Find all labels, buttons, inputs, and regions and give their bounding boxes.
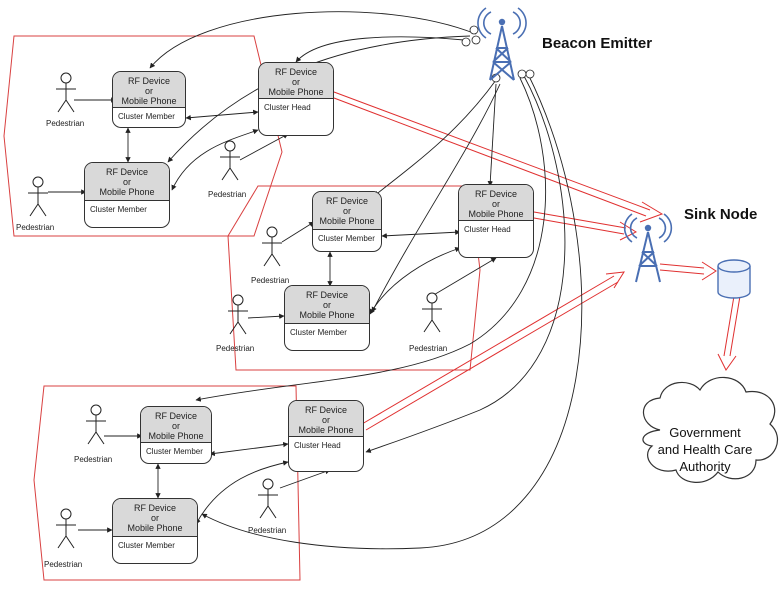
pedestrian-icon (422, 292, 442, 333)
cluster-1-head[interactable]: RF Device or Mobile Phone Cluster Head (258, 62, 334, 136)
node-role: Cluster Member (318, 234, 375, 243)
pedestrian-label: Pedestrian (251, 276, 290, 285)
beacon-emitter-tower-icon (477, 7, 527, 81)
sink-node-tower-icon (623, 213, 673, 283)
beacon-emitter-markers (461, 25, 535, 83)
pedestrian-label: Pedestrian (248, 526, 287, 535)
device-title-line: RF Device (325, 196, 368, 206)
cluster-3-member-a[interactable]: RF Device or Mobile Phone Cluster Member (140, 406, 212, 464)
device-title: RF Device or Mobile Phone (285, 286, 369, 324)
device-title-line: or (150, 513, 159, 523)
cluster-3-member-b[interactable]: RF Device or Mobile Phone Cluster Member (112, 498, 198, 564)
cluster-links (48, 97, 497, 533)
device-title-line: Mobile Phone (268, 87, 324, 97)
node-role: Cluster Member (118, 541, 175, 550)
pedestrian-icon (28, 176, 48, 217)
pedestrian-label: Pedestrian (16, 223, 55, 232)
authority-line: Government (669, 425, 741, 440)
device-title: RF Device or Mobile Phone (313, 192, 381, 230)
cluster-3-boundary (33, 385, 301, 581)
device-title: RF Device or Mobile Phone (289, 401, 363, 437)
device-title: RF Device or Mobile Phone (141, 407, 211, 443)
node-role: Cluster Member (90, 205, 147, 214)
cluster-2-head[interactable]: RF Device or Mobile Phone Cluster Head (458, 184, 534, 258)
pedestrian-icon (56, 508, 76, 549)
cluster-2-member-a[interactable]: RF Device or Mobile Phone Cluster Member (312, 191, 382, 252)
device-title-line: Mobile Phone (99, 187, 155, 197)
uplink-sink-to-db (659, 261, 717, 281)
device-title-line: RF Device (105, 167, 148, 177)
uplink-2 (533, 211, 638, 241)
device-title-line: RF Device (305, 290, 348, 300)
device-title-line: Mobile Phone (127, 523, 183, 533)
pedestrian-icon (86, 404, 106, 445)
pedestrian-label: Pedestrian (74, 455, 113, 464)
device-title-line: or (491, 199, 500, 209)
uplink-db-to-authority (717, 295, 741, 371)
node-role: Cluster Member (290, 328, 347, 337)
device-title-line: or (322, 300, 331, 310)
authority-label: Government and Health Care Authority (640, 424, 770, 475)
device-title: RF Device or Mobile Phone (113, 72, 185, 108)
cluster-1-boundary (3, 35, 283, 237)
pedestrian-label: Pedestrian (208, 190, 247, 199)
device-title-line: RF Device (274, 67, 317, 77)
database-icon (717, 259, 751, 299)
sink-node-label: Sink Node (684, 206, 758, 223)
pedestrian-label: Pedestrian (46, 119, 85, 128)
cloud-icon (642, 376, 779, 483)
pedestrian-icon (228, 294, 248, 335)
pedestrian-icon (258, 478, 278, 519)
uplink-3 (361, 271, 625, 431)
device-title: RF Device or Mobile Phone (259, 63, 333, 99)
pedestrian-label: Pedestrian (409, 344, 448, 353)
device-title-line: Mobile Phone (298, 425, 354, 435)
device-title-line: Mobile Phone (148, 431, 204, 441)
pedestrian-icon (56, 72, 76, 113)
device-title: RF Device or Mobile Phone (459, 185, 533, 221)
pedestrian-icon (220, 140, 240, 181)
device-title-line: RF Device (133, 503, 176, 513)
pedestrian-label: Pedestrian (216, 344, 255, 353)
device-title-line: RF Device (127, 76, 170, 86)
device-title-line: or (342, 206, 351, 216)
device-title-line: RF Device (304, 405, 347, 415)
device-title-line: Mobile Phone (299, 310, 355, 320)
device-title-line: or (321, 415, 330, 425)
device-title-line: or (291, 77, 300, 87)
node-role: Cluster Member (118, 112, 175, 121)
device-title-line: or (171, 421, 180, 431)
device-title-line: RF Device (474, 189, 517, 199)
device-title-line: Mobile Phone (468, 209, 524, 219)
beacon-links (149, 11, 583, 550)
cluster-2-member-b[interactable]: RF Device or Mobile Phone Cluster Member (284, 285, 370, 351)
device-title-line: Mobile Phone (319, 216, 375, 226)
authority-line: and Health Care (657, 442, 753, 457)
device-title: RF Device or Mobile Phone (113, 499, 197, 537)
device-title-line: Mobile Phone (121, 96, 177, 106)
device-title-line: or (144, 86, 153, 96)
node-role: Cluster Head (464, 225, 511, 234)
cluster-3-head[interactable]: RF Device or Mobile Phone Cluster Head (288, 400, 364, 472)
cluster-1-member-a[interactable]: RF Device or Mobile Phone Cluster Member (112, 71, 186, 128)
device-title-line: or (122, 177, 131, 187)
node-role: Cluster Head (294, 441, 341, 450)
node-role: Cluster Member (146, 447, 203, 456)
device-title: RF Device or Mobile Phone (85, 163, 169, 201)
authority-line: Authority (679, 459, 731, 474)
beacon-emitter-label: Beacon Emitter (542, 35, 653, 52)
pedestrian-label: Pedestrian (44, 560, 83, 569)
device-title-line: RF Device (154, 411, 197, 421)
node-role: Cluster Head (264, 103, 311, 112)
cluster-1-member-b[interactable]: RF Device or Mobile Phone Cluster Member (84, 162, 170, 228)
pedestrian-icon (262, 226, 282, 267)
